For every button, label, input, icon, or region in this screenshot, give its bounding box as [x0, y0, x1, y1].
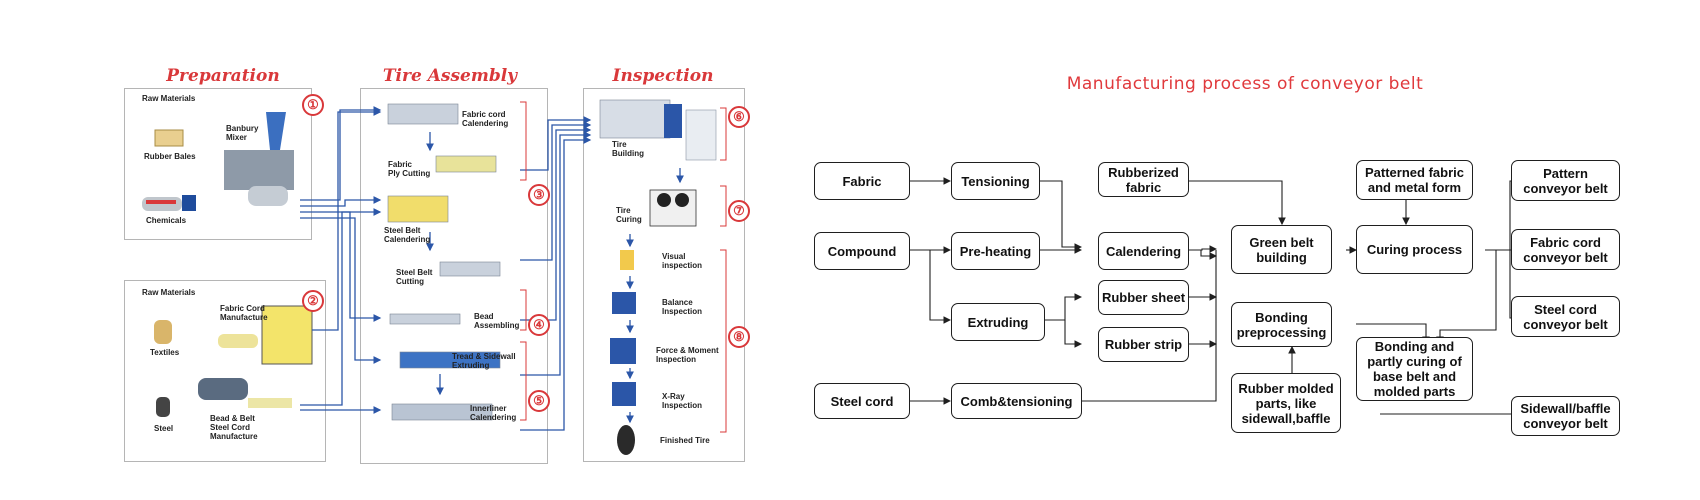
- finished-tire-label: Finished Tire: [660, 436, 710, 445]
- fabric-cord-machine-illustration: [218, 305, 313, 365]
- node-comb-tensioning: Comb&tensioning: [951, 383, 1082, 419]
- steel-illustration: [156, 397, 170, 417]
- xray-inspection-label: X-Ray Inspection: [662, 392, 703, 410]
- tread-sidewall-label: Tread & Sidewall Extruding: [452, 352, 516, 370]
- node-extruding: Extruding: [951, 303, 1045, 341]
- fabric-cord-calendering-label: Fabric cord Calendering: [462, 110, 509, 128]
- node-green-belt-building: Green belt building: [1231, 225, 1332, 274]
- rubber-bales-label: Rubber Bales: [144, 152, 196, 161]
- node-patterned-fabric: Patterned fabric and metal form: [1356, 160, 1473, 200]
- raw-materials-label-1: Raw Materials: [142, 94, 196, 103]
- visual-inspection-label: Visual inspection: [662, 252, 703, 270]
- node-bonding-preprocessing: Bonding preprocessing: [1231, 302, 1332, 347]
- assembly-machines-illustration: [387, 103, 501, 421]
- banbury-mixer-illustration: [224, 112, 294, 206]
- node-steel-cord-conveyor-belt: Steel cord conveyor belt: [1511, 296, 1620, 337]
- node-tensioning: Tensioning: [951, 162, 1040, 200]
- section-title-preparation: Preparation: [166, 66, 280, 86]
- chemicals-label: Chemicals: [146, 216, 187, 225]
- bead-belt-machine-illustration: [198, 378, 292, 408]
- step-number-4: ④: [528, 314, 550, 336]
- node-rubberized-fabric: Rubberized fabric: [1098, 162, 1189, 197]
- textiles-label: Textiles: [150, 348, 180, 357]
- textiles-illustration: [154, 320, 172, 344]
- step-number-5: ⑤: [528, 390, 550, 412]
- conveyor-belt-flowchart: Manufacturing process of conveyor belt: [790, 0, 1700, 500]
- node-fabric-cord-conveyor-belt: Fabric cord conveyor belt: [1511, 229, 1620, 270]
- tire-building-label: Tire Building: [612, 140, 644, 158]
- node-curing-process: Curing process: [1356, 225, 1473, 274]
- chemicals-truck-illustration: [142, 195, 196, 211]
- conveyor-title: Manufacturing process of conveyor belt: [1066, 74, 1424, 94]
- force-moment-inspection-label: Force & Moment Inspection: [656, 346, 719, 364]
- tire-curing-label: Tire Curing: [616, 206, 642, 224]
- innerliner-calendering-label: Innerliner Calendering: [470, 404, 517, 422]
- bead-belt-manufacture-label: Bead & Belt Steel Cord Manufacture: [210, 414, 258, 441]
- tire-process-diagram: Preparation Tire Assembly Inspection: [0, 0, 760, 500]
- raw-materials-label-2: Raw Materials: [142, 288, 196, 297]
- node-rubber-sheet: Rubber sheet: [1098, 280, 1189, 315]
- tire-flow-lines: [142, 99, 727, 455]
- steel-label: Steel: [154, 424, 174, 433]
- banbury-mixer-label: Banbury Mixer: [226, 124, 259, 142]
- inspection-machines-illustration: [599, 99, 717, 455]
- node-calendering: Calendering: [1098, 232, 1189, 270]
- step-number-7: ⑦: [728, 200, 750, 222]
- node-compound: Compound: [814, 232, 910, 270]
- node-steel-cord: Steel cord: [814, 383, 910, 419]
- node-pre-heating: Pre-heating: [951, 232, 1040, 270]
- bead-assembling-label: Bead Assembling: [474, 312, 520, 330]
- step-number-6: ⑥: [728, 106, 750, 128]
- rubber-bales-illustration: [154, 129, 184, 147]
- node-pattern-conveyor-belt: Pattern conveyor belt: [1511, 160, 1620, 201]
- step-number-2: ②: [302, 290, 324, 312]
- step-number-3: ③: [528, 184, 550, 206]
- step-number-1: ①: [302, 94, 324, 116]
- node-rubber-strip: Rubber strip: [1098, 327, 1189, 362]
- node-bonding-partly-curing: Bonding and partly curing of base belt a…: [1356, 337, 1473, 401]
- node-rubber-molded-parts: Rubber molded parts, like sidewall,baffl…: [1231, 373, 1341, 433]
- node-fabric: Fabric: [814, 162, 910, 200]
- inspection-panel: [583, 88, 745, 462]
- section-title-inspection: Inspection: [612, 66, 714, 86]
- fabric-ply-cutting-label: Fabric Ply Cutting: [388, 160, 431, 178]
- steel-belt-cutting-label: Steel Belt Cutting: [396, 268, 433, 286]
- steel-belt-calendering-label: Steel Belt Calendering: [384, 226, 431, 244]
- node-sidewall-baffle-conveyor-belt: Sidewall/baffle conveyor belt: [1511, 396, 1620, 436]
- step-number-8: ⑧: [728, 326, 750, 348]
- section-title-tire-assembly: Tire Assembly: [382, 66, 518, 86]
- fabric-cord-manufacture-label: Fabric Cord Manufacture: [220, 304, 268, 322]
- balance-inspection-label: Balance Inspection: [662, 298, 703, 316]
